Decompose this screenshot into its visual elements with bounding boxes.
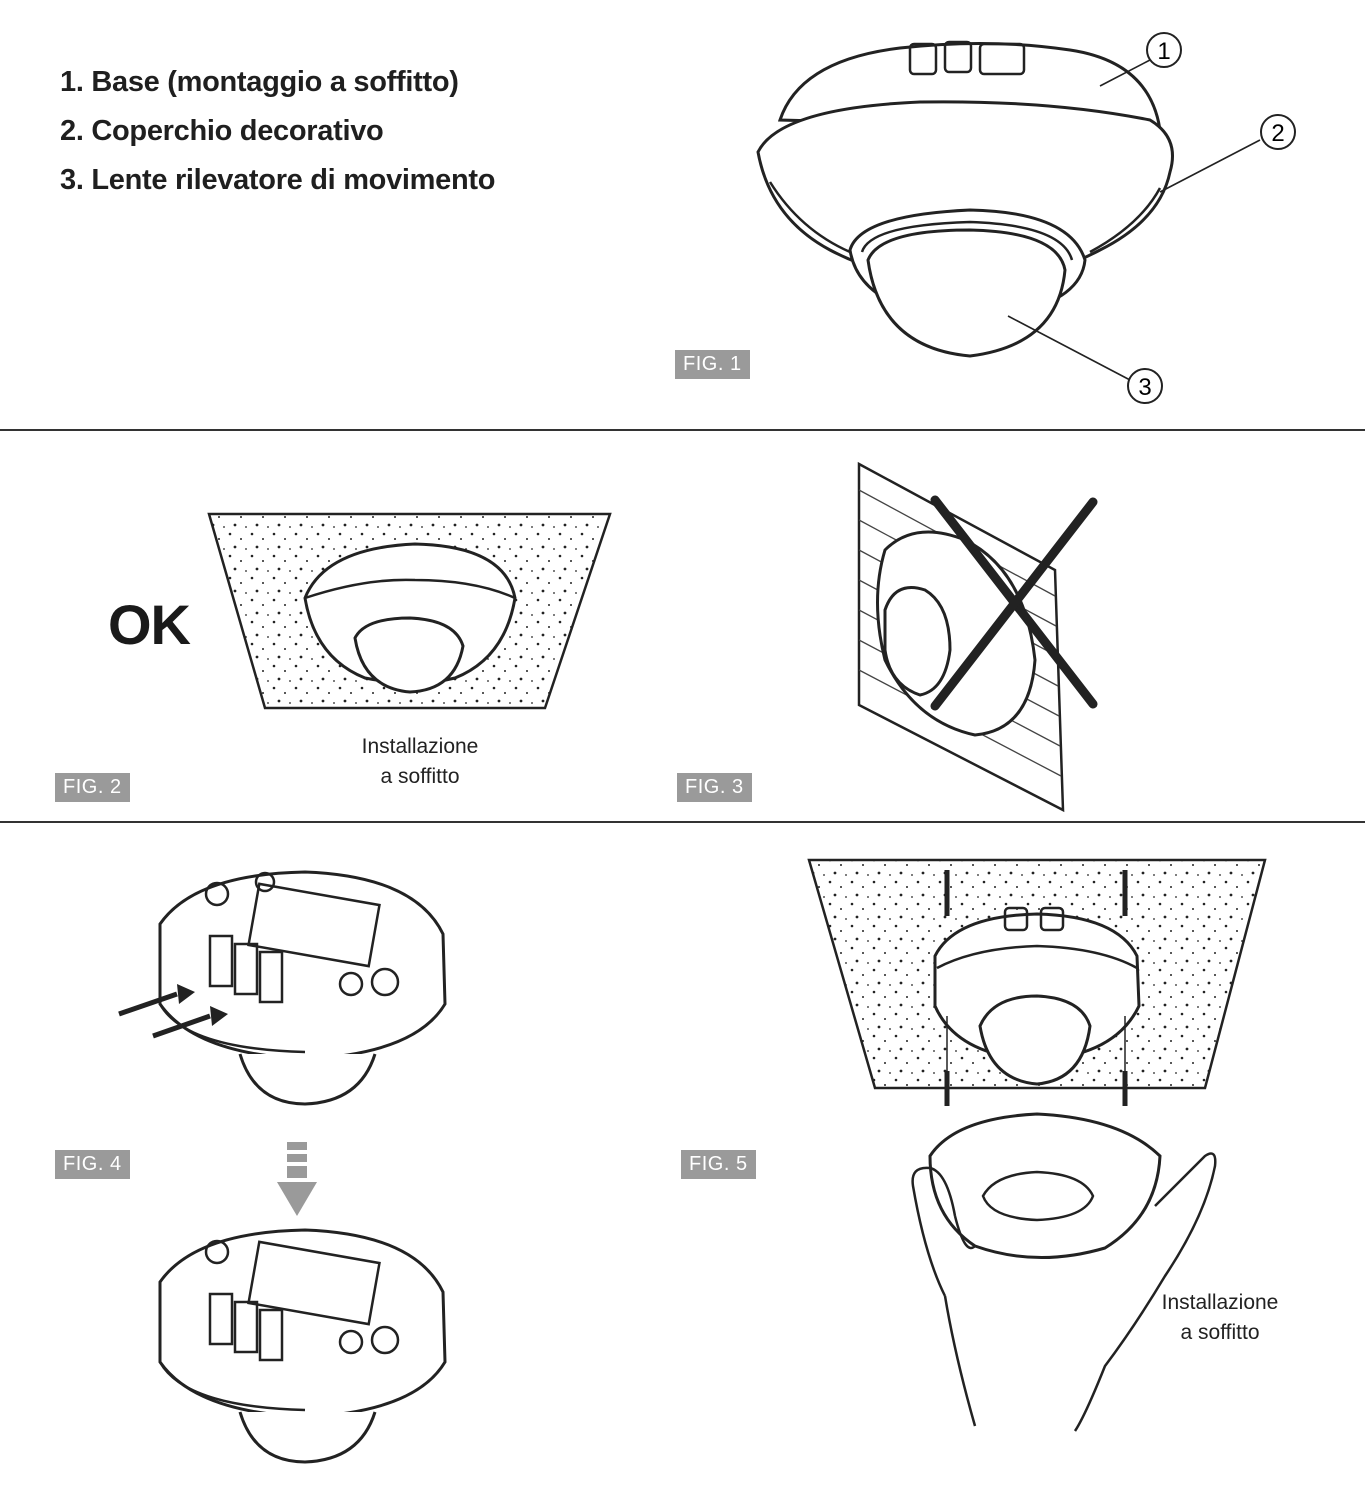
fig1-sensor-drawing: 1 2 3 (756, 32, 1296, 404)
callout-2: 2 (1260, 114, 1296, 150)
section-wiring: FIG. 4 FIG. 5 (0, 822, 1365, 1500)
section-mounting: OK Installazione a soffitto FIG. 2 (0, 430, 1365, 822)
callout-1: 1 (1146, 32, 1182, 68)
fig2-caption-line2: a soffitto (380, 765, 460, 788)
svg-text:1: 1 (1157, 38, 1170, 65)
divider-2 (0, 821, 1365, 823)
fig5-caption-line1: Installazione (1161, 1291, 1279, 1314)
section-parts: 1. Base (montaggio a soffitto) 2. Coperc… (0, 0, 1365, 430)
fig1-label: FIG. 1 (675, 350, 750, 379)
svg-text:3: 3 (1138, 374, 1151, 401)
fig5-label: FIG. 5 (681, 1150, 756, 1179)
fig5-ceiling-install-drawing (807, 858, 1267, 1432)
fig2-caption-line1: Installazione (361, 735, 479, 758)
ok-mark: OK (108, 593, 191, 656)
callout-3: 3 (1127, 368, 1163, 404)
parts-legend: 1. Base (montaggio a soffitto) 2. Coperc… (60, 58, 495, 205)
divider-1 (0, 429, 1365, 431)
fig2-label: FIG. 2 (55, 773, 130, 802)
down-arrow-icon (277, 1142, 317, 1216)
fig5-caption: Installazione a soffitto (1140, 1288, 1300, 1348)
legend-item-cover: 2. Coperchio decorativo (60, 115, 384, 147)
fig2-ceiling-drawing (207, 512, 612, 710)
fig5-caption-line2: a soffitto (1180, 1321, 1260, 1344)
fig4-wiring-drawing-top (118, 870, 447, 1106)
svg-text:2: 2 (1271, 120, 1284, 147)
legend-item-base: 1. Base (montaggio a soffitto) (60, 66, 459, 98)
fig4-wiring-drawing-bottom (158, 1228, 447, 1464)
fig4-label: FIG. 4 (55, 1150, 130, 1179)
legend-item-lens: 3. Lente rilevatore di movimento (60, 164, 496, 196)
fig2-caption: Installazione a soffitto (340, 732, 500, 792)
fig3-label: FIG. 3 (677, 773, 752, 802)
fig3-wall-drawing (857, 461, 1098, 813)
